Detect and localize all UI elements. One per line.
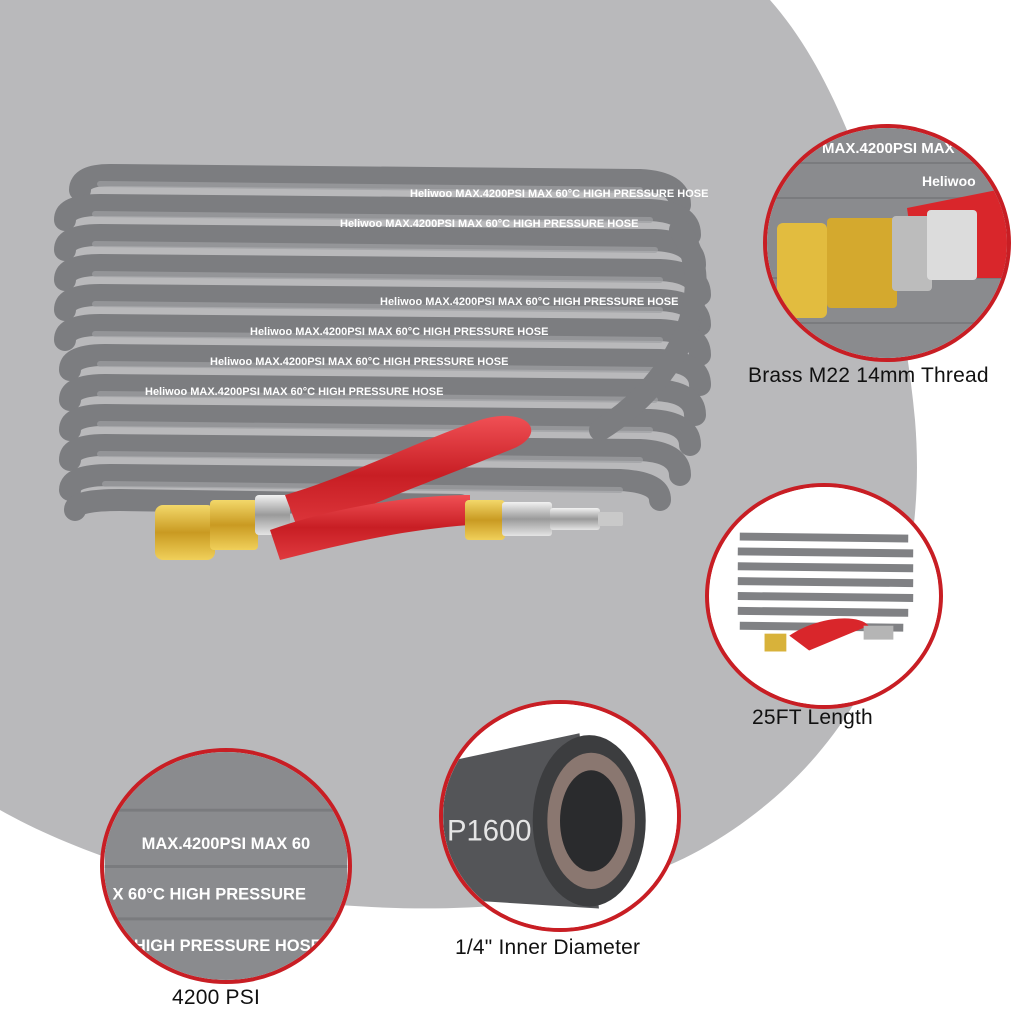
diameter-caption: 1/4" Inner Diameter <box>455 936 641 959</box>
svg-text:Heliwoo: Heliwoo <box>922 173 976 189</box>
svg-text:MAX.4200PSI MAX 60: MAX.4200PSI MAX 60 <box>142 835 311 853</box>
svg-text:X 60°C HIGH PRESSURE: X 60°C HIGH PRESSURE <box>112 885 305 903</box>
svg-text:Heliwoo MAX.4200PSI MAX 60°C: Heliwoo MAX.4200PSI MAX 60°C HIGH PRESSU… <box>380 296 678 308</box>
psi-detail-callout: MAX.4200PSI MAX 60 X 60°C HIGH PRESSURE … <box>100 748 352 984</box>
length-caption: 25FT Length <box>752 706 873 729</box>
svg-text:HIGH PRESSURE HOSE: HIGH PRESSURE HOSE <box>134 937 322 955</box>
svg-text:Heliwoo MAX.4200PSI MAX 60°C: Heliwoo MAX.4200PSI MAX 60°C HIGH PRESSU… <box>210 356 508 368</box>
length-detail-callout <box>705 483 943 709</box>
svg-text:Heliwoo MAX.4200PSI MAX 60°C: Heliwoo MAX.4200PSI MAX 60°C HIGH PRESSU… <box>410 188 708 200</box>
thread-caption: Brass M22 14mm Thread <box>748 364 989 387</box>
svg-text:Heliwoo MAX.4200PSI MAX 60°C: Heliwoo MAX.4200PSI MAX 60°C HIGH PRESSU… <box>250 326 548 338</box>
psi-caption: 4200 PSI <box>172 986 260 1009</box>
svg-text:Heliwoo MAX.4200PSI MAX 60°C: Heliwoo MAX.4200PSI MAX 60°C HIGH PRESSU… <box>340 218 638 230</box>
svg-text:Heliwoo MAX.4200PSI MAX 60°C: Heliwoo MAX.4200PSI MAX 60°C HIGH PRESSU… <box>145 386 443 398</box>
hose-print-text: Heliwoo MAX.4200PSI MAX 60°C HIGH PRESSU… <box>145 188 708 398</box>
svg-text:P1600: P1600 <box>447 815 531 847</box>
thread-detail-callout: MAX.4200PSI MAX 60 Heliwoo <box>763 124 1011 362</box>
hose-coil-image: Heliwoo MAX.4200PSI MAX 60°C HIGH PRESSU… <box>54 163 711 560</box>
hose-fittings <box>155 415 623 560</box>
hose-coil <box>54 163 711 521</box>
svg-text:MAX.4200PSI MAX 60: MAX.4200PSI MAX 60 <box>822 140 975 157</box>
diameter-detail-callout: P1600 <box>439 700 681 932</box>
